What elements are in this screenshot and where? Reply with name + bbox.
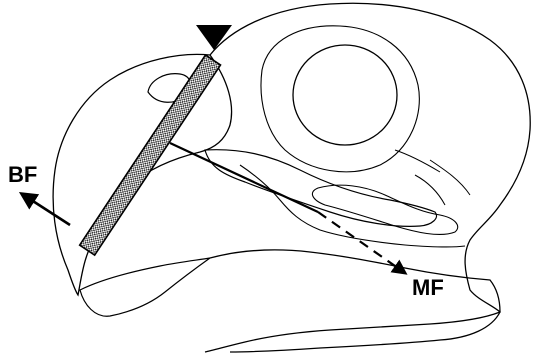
mf-label: MF bbox=[412, 275, 444, 300]
lower-jaw-outline bbox=[205, 250, 500, 352]
mf-force-line-solid bbox=[170, 143, 318, 212]
downward-triangle-icon bbox=[196, 25, 232, 50]
bf-label: BF bbox=[8, 162, 37, 187]
cranium-outline bbox=[210, 3, 530, 352]
quadrate-outline bbox=[312, 185, 457, 234]
bf-force-arrow bbox=[22, 194, 70, 225]
orbit-outline bbox=[293, 45, 397, 145]
lower-beak-outline bbox=[80, 258, 210, 316]
occipital-detail bbox=[395, 150, 470, 205]
palate-outline bbox=[240, 165, 465, 247]
